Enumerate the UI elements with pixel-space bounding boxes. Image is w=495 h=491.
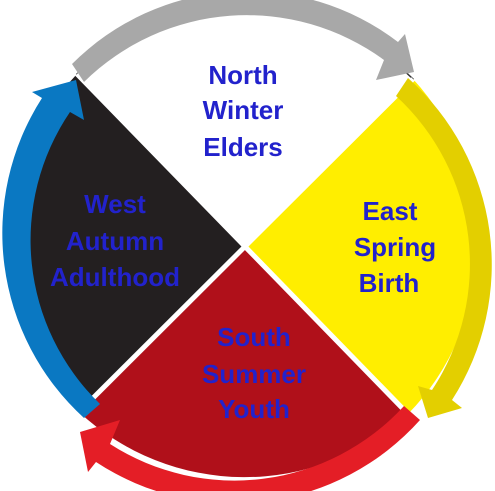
curved-arrow-icon <box>396 78 492 418</box>
east-quadrant <box>246 79 478 414</box>
south-label-group: South Summer Youth <box>202 322 306 424</box>
south-stage-label: Youth <box>218 394 290 424</box>
south-direction-label: South <box>217 322 291 352</box>
north-direction-label: North <box>208 60 277 90</box>
west-season-label: Autumn <box>66 226 164 256</box>
north-label-group: North Winter Elders <box>203 60 284 162</box>
west-quadrant <box>9 74 246 412</box>
north-season-label: Winter <box>203 95 284 125</box>
east-direction-label: East <box>363 196 418 226</box>
east-season-label: Spring <box>354 232 436 262</box>
divider-ne-sw <box>77 77 415 414</box>
north-stage-label: Elders <box>203 132 283 162</box>
east-stage-label: Birth <box>359 268 420 298</box>
divider-nw-se <box>75 72 410 416</box>
arrow-east-to-south <box>396 78 492 418</box>
arrow-west-to-north <box>2 80 101 418</box>
arrow-north-to-east <box>72 0 414 82</box>
arrow-south-to-west <box>80 406 420 491</box>
south-season-label: Summer <box>202 359 306 389</box>
curved-arrow-icon <box>2 80 101 418</box>
quadrant-dividers <box>75 72 415 416</box>
west-direction-label: West <box>84 189 146 219</box>
west-label-group: West Autumn Adulthood <box>50 189 180 292</box>
east-label-group: East Spring Birth <box>354 196 436 298</box>
west-stage-label: Adulthood <box>50 262 180 292</box>
curved-arrow-icon <box>80 406 420 491</box>
south-quadrant <box>79 246 408 478</box>
curved-arrow-icon <box>72 0 414 82</box>
